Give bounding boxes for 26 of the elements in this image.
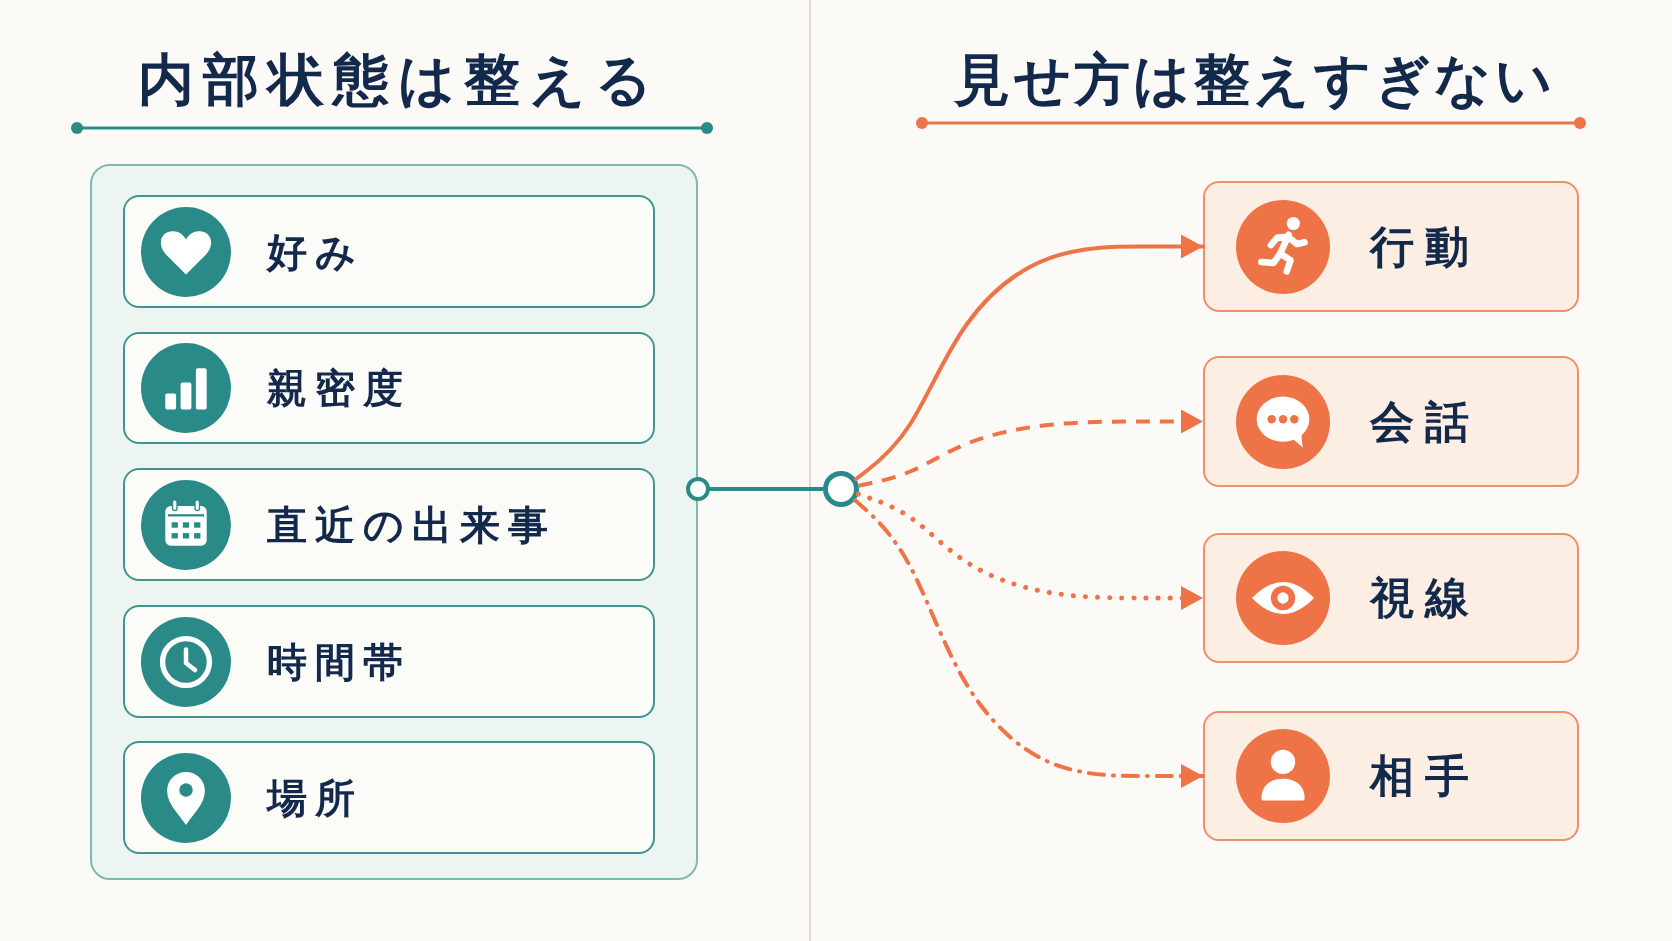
item-label: 時間帯 xyxy=(267,637,411,686)
item-card xyxy=(123,332,655,444)
output-card xyxy=(1203,356,1579,487)
connector-arrow xyxy=(853,498,1205,788)
connector-line xyxy=(686,477,825,501)
column-heading: 見せ方は整えすぎない xyxy=(953,46,1555,114)
connector-arrow xyxy=(853,234,1205,481)
output-label: 相手 xyxy=(1370,749,1480,803)
item-card xyxy=(123,605,655,718)
item-card xyxy=(123,195,655,308)
output-card xyxy=(1203,533,1579,663)
output-card xyxy=(1203,181,1579,312)
output-label: 行動 xyxy=(1370,220,1480,273)
output-card xyxy=(1203,711,1579,841)
output-label: 会話 xyxy=(1370,395,1480,448)
item-label: 好み xyxy=(267,227,364,276)
connector-arrow xyxy=(858,409,1203,488)
group-panel xyxy=(90,164,698,880)
output-label: 視線 xyxy=(1370,571,1480,625)
item-label: 場所 xyxy=(267,773,363,822)
item-label: 直近の出来事 xyxy=(267,500,556,549)
item-card xyxy=(123,468,655,581)
item-label: 親密度 xyxy=(267,364,411,412)
column-heading: 内部状態は整える xyxy=(137,46,661,114)
item-card xyxy=(123,741,655,854)
hub-circle xyxy=(823,471,859,507)
